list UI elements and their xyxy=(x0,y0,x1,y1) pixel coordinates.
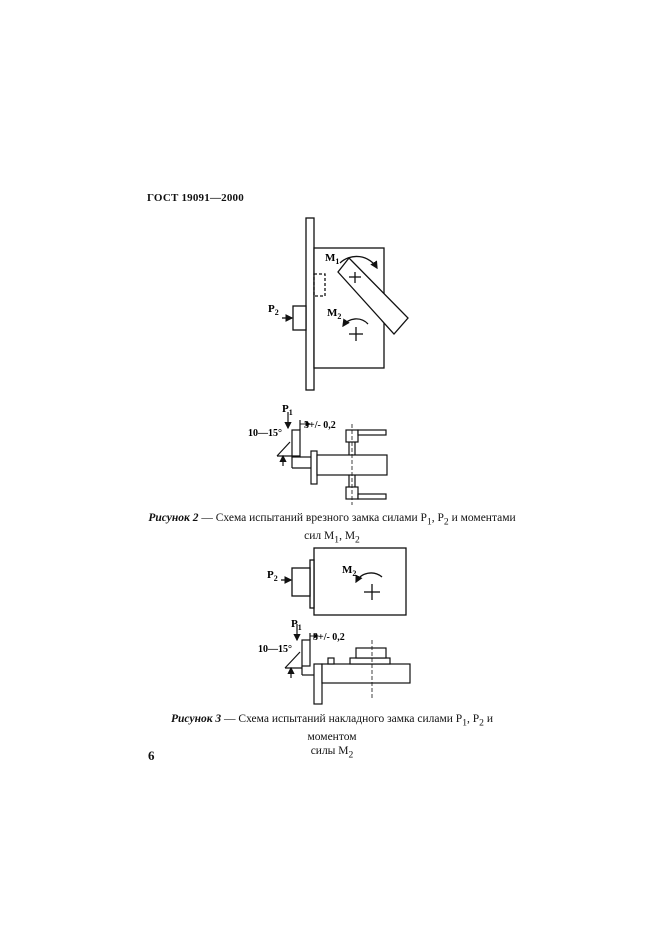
label-m1: M1 xyxy=(325,252,339,266)
figure2-side-view xyxy=(276,412,388,505)
label-m2: M2 xyxy=(327,307,341,321)
label-p2-fig3: P2 xyxy=(267,569,278,583)
label-p1: P1 xyxy=(282,403,293,417)
figure3-side-view xyxy=(284,624,411,705)
label-m2-fig3: M2 xyxy=(342,564,356,578)
label-angle-fig3: 10—15° xyxy=(258,644,292,655)
moment-m2-arrow xyxy=(342,318,369,328)
figure3-top-view xyxy=(281,547,407,616)
label-gap: 3+/- 0,2 xyxy=(304,420,336,431)
push-block xyxy=(292,305,307,331)
figure2-top-view xyxy=(282,217,409,391)
moment-m2-arrow-fig3 xyxy=(355,572,383,584)
label-p1-fig3: P1 xyxy=(291,618,302,632)
document-header: ГОСТ 19091—2000 xyxy=(147,192,244,204)
label-gap-fig3: 3+/- 0,2 xyxy=(313,632,345,643)
label-angle: 10—15° xyxy=(248,428,282,439)
label-p2: P2 xyxy=(268,303,279,317)
figure2-caption: Рисунок 2 — Схема испытаний врезного зам… xyxy=(148,512,516,546)
page-number: 6 xyxy=(148,748,155,763)
bolt-dashed xyxy=(313,273,326,297)
figure3-caption: Рисунок 3 — Схема испытаний накладного з… xyxy=(171,713,493,761)
moment-m1-arrow xyxy=(339,255,378,270)
door-plate xyxy=(305,217,315,391)
